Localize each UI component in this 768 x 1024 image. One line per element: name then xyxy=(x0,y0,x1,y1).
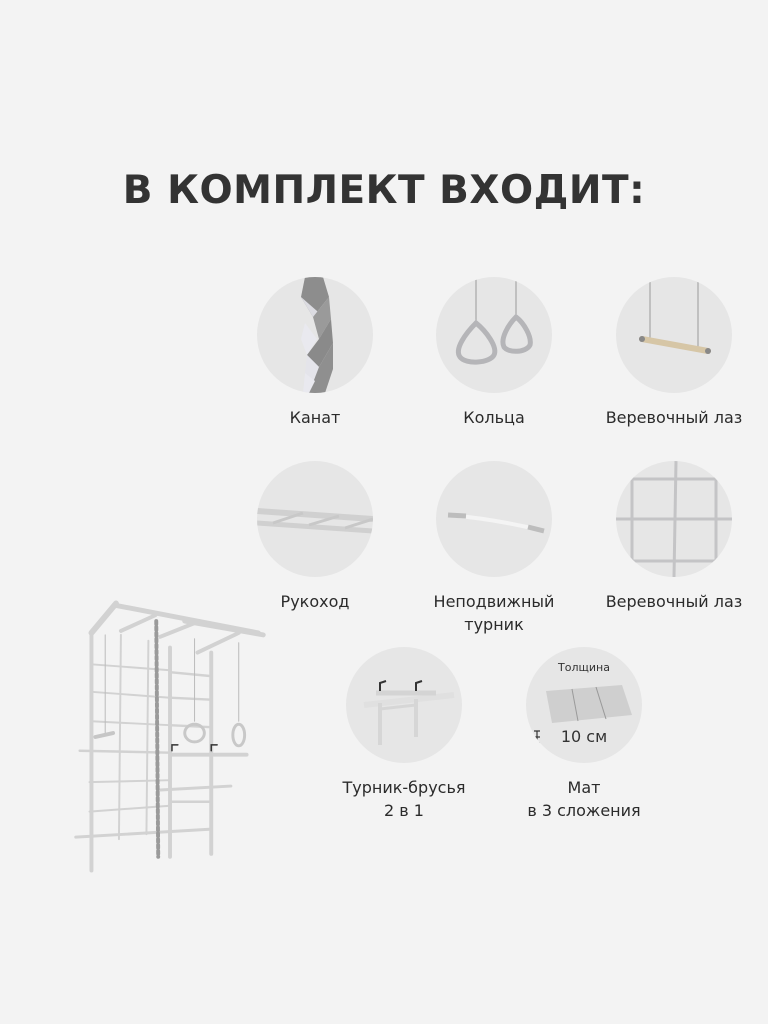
rope-icon xyxy=(257,277,373,393)
pullup-dip-bar-icon xyxy=(346,647,462,763)
item-rope: Канат xyxy=(225,277,405,429)
item-rope-net: Веревочный лаз xyxy=(584,461,764,613)
item-trapeze: Веревочный лаз xyxy=(584,277,764,429)
item-label: Веревочный лаз xyxy=(605,592,743,611)
monkey-bars-icon xyxy=(257,461,373,577)
page-title: В КОМПЛЕКТ ВХОДИТ: xyxy=(122,168,646,213)
trapeze-bar-icon xyxy=(616,277,732,393)
folding-mat-icon: Толщина 10 см xyxy=(526,647,642,763)
wall-bars-complex-image xyxy=(62,592,278,880)
rope-net-icon xyxy=(616,461,732,577)
item-label: Канат xyxy=(289,408,341,427)
mat-thickness-value: 10 см xyxy=(560,727,608,746)
fixed-pullup-bar-icon xyxy=(436,461,552,577)
mat-thickness-label: Толщина xyxy=(558,661,610,674)
item-monkey-bars: Рукоход xyxy=(225,461,405,613)
item-label: Кольца xyxy=(463,408,525,427)
item-rings: Кольца xyxy=(404,277,584,429)
gymnastic-rings-icon xyxy=(436,277,552,393)
item-label: Рукоход xyxy=(280,592,350,611)
item-label: Веревочный лаз xyxy=(605,408,743,427)
